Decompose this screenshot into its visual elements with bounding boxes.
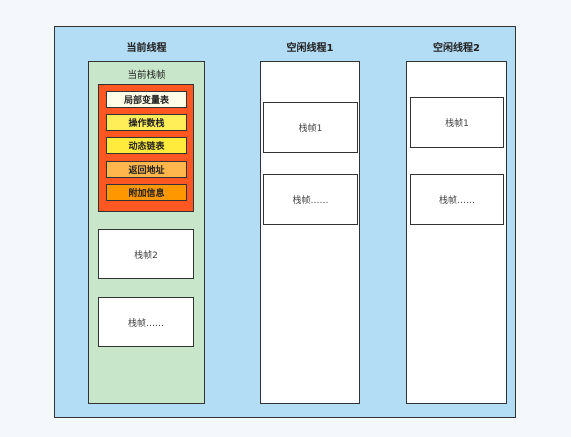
current-stack-frame-more: 栈帧……	[98, 297, 194, 347]
current-stack-frame-2: 栈帧2	[98, 229, 194, 279]
slot-additional-info: 附加信息	[106, 184, 187, 201]
slot-return-address: 返回地址	[106, 161, 187, 178]
idle-1-stack-frame-more: 栈帧……	[263, 174, 358, 225]
idle-thread-2-title: 空闲线程2	[433, 43, 480, 54]
idle-1-stack-frame-1: 栈帧1	[263, 102, 358, 153]
idle-2-stack-frame-more: 栈帧……	[410, 174, 504, 225]
slot-operand-stack: 操作数栈	[106, 114, 187, 131]
current-frame-title: 当前栈帧	[127, 70, 166, 81]
idle-thread-1-title: 空闲线程1	[286, 43, 334, 54]
slot-local-variable-table: 局部变量表	[106, 91, 187, 108]
current-thread-title: 当前线程	[126, 43, 167, 54]
idle-2-stack-frame-1: 栈帧1	[410, 97, 504, 148]
slot-dynamic-link: 动态链表	[106, 137, 187, 154]
